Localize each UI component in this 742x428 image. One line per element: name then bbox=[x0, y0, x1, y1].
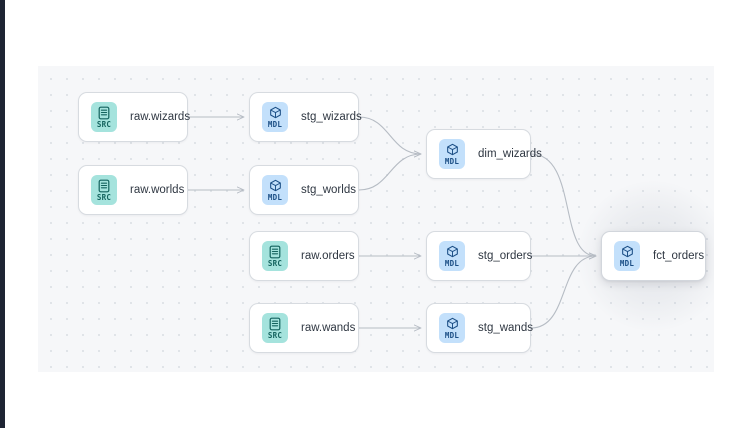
src-badge-label: SRC bbox=[96, 120, 112, 129]
node-raw-wizards[interactable]: SRC raw.wizards bbox=[78, 92, 191, 142]
edge-stg-worlds-to-dim-wizards bbox=[358, 154, 421, 191]
src-badge-label: SRC bbox=[267, 331, 283, 340]
node-stg-orders[interactable]: MDL stg_orders bbox=[426, 231, 533, 281]
cube-icon bbox=[269, 106, 281, 119]
cube-icon bbox=[446, 317, 458, 330]
cube-icon bbox=[621, 245, 633, 258]
mdl-badge-label: MDL bbox=[619, 258, 635, 268]
node-label: fct_orders bbox=[653, 250, 705, 262]
node-label: stg_wizards bbox=[301, 111, 362, 123]
mdl-badge-label: MDL bbox=[444, 258, 460, 268]
node-raw-wands[interactable]: SRC raw.wands bbox=[249, 303, 359, 353]
mdl-badge: MDL bbox=[614, 241, 640, 271]
node-label: raw.worlds bbox=[130, 184, 185, 196]
database-icon bbox=[98, 106, 110, 119]
mdl-badge: MDL bbox=[439, 139, 465, 169]
database-icon bbox=[269, 245, 281, 258]
mdl-badge: MDL bbox=[439, 313, 465, 343]
node-raw-orders[interactable]: SRC raw.orders bbox=[249, 231, 359, 281]
app-left-rail bbox=[0, 0, 5, 428]
node-label: raw.orders bbox=[301, 250, 355, 262]
node-label: stg_orders bbox=[478, 250, 533, 262]
node-label: raw.wands bbox=[301, 322, 356, 334]
node-label: raw.wizards bbox=[130, 111, 191, 123]
src-badge-label: SRC bbox=[267, 259, 283, 268]
database-icon bbox=[269, 317, 281, 330]
node-stg-wands[interactable]: MDL stg_wands bbox=[426, 303, 533, 353]
node-label: dim_wizards bbox=[478, 148, 542, 160]
mdl-badge-label: MDL bbox=[444, 156, 460, 166]
mdl-badge: MDL bbox=[439, 241, 465, 271]
node-fct-orders[interactable]: MDL fct_orders bbox=[601, 231, 706, 281]
src-badge: SRC bbox=[262, 313, 288, 343]
cube-icon bbox=[446, 245, 458, 258]
mdl-badge: MDL bbox=[262, 102, 288, 132]
cube-icon bbox=[269, 179, 281, 192]
node-raw-worlds[interactable]: SRC raw.worlds bbox=[78, 165, 188, 215]
node-dim-wizards[interactable]: MDL dim_wizards bbox=[426, 129, 542, 179]
lineage-graph-canvas[interactable]: SRC raw.wizards SRC raw.worlds SRC bbox=[38, 66, 714, 372]
edge-stg-wizards-to-dim-wizards bbox=[358, 116, 421, 154]
mdl-badge-label: MDL bbox=[267, 192, 283, 202]
node-stg-worlds[interactable]: MDL stg_worlds bbox=[249, 165, 359, 215]
database-icon bbox=[98, 179, 110, 192]
node-label: stg_wands bbox=[478, 322, 533, 334]
cube-icon bbox=[446, 143, 458, 156]
mdl-badge: MDL bbox=[262, 175, 288, 205]
mdl-badge-label: MDL bbox=[444, 330, 460, 340]
src-badge: SRC bbox=[91, 102, 117, 132]
node-label: stg_worlds bbox=[301, 184, 356, 196]
src-badge-label: SRC bbox=[96, 193, 112, 202]
src-badge: SRC bbox=[91, 175, 117, 205]
node-stg-wizards[interactable]: MDL stg_wizards bbox=[249, 92, 362, 142]
mdl-badge-label: MDL bbox=[267, 119, 283, 129]
src-badge: SRC bbox=[262, 241, 288, 271]
